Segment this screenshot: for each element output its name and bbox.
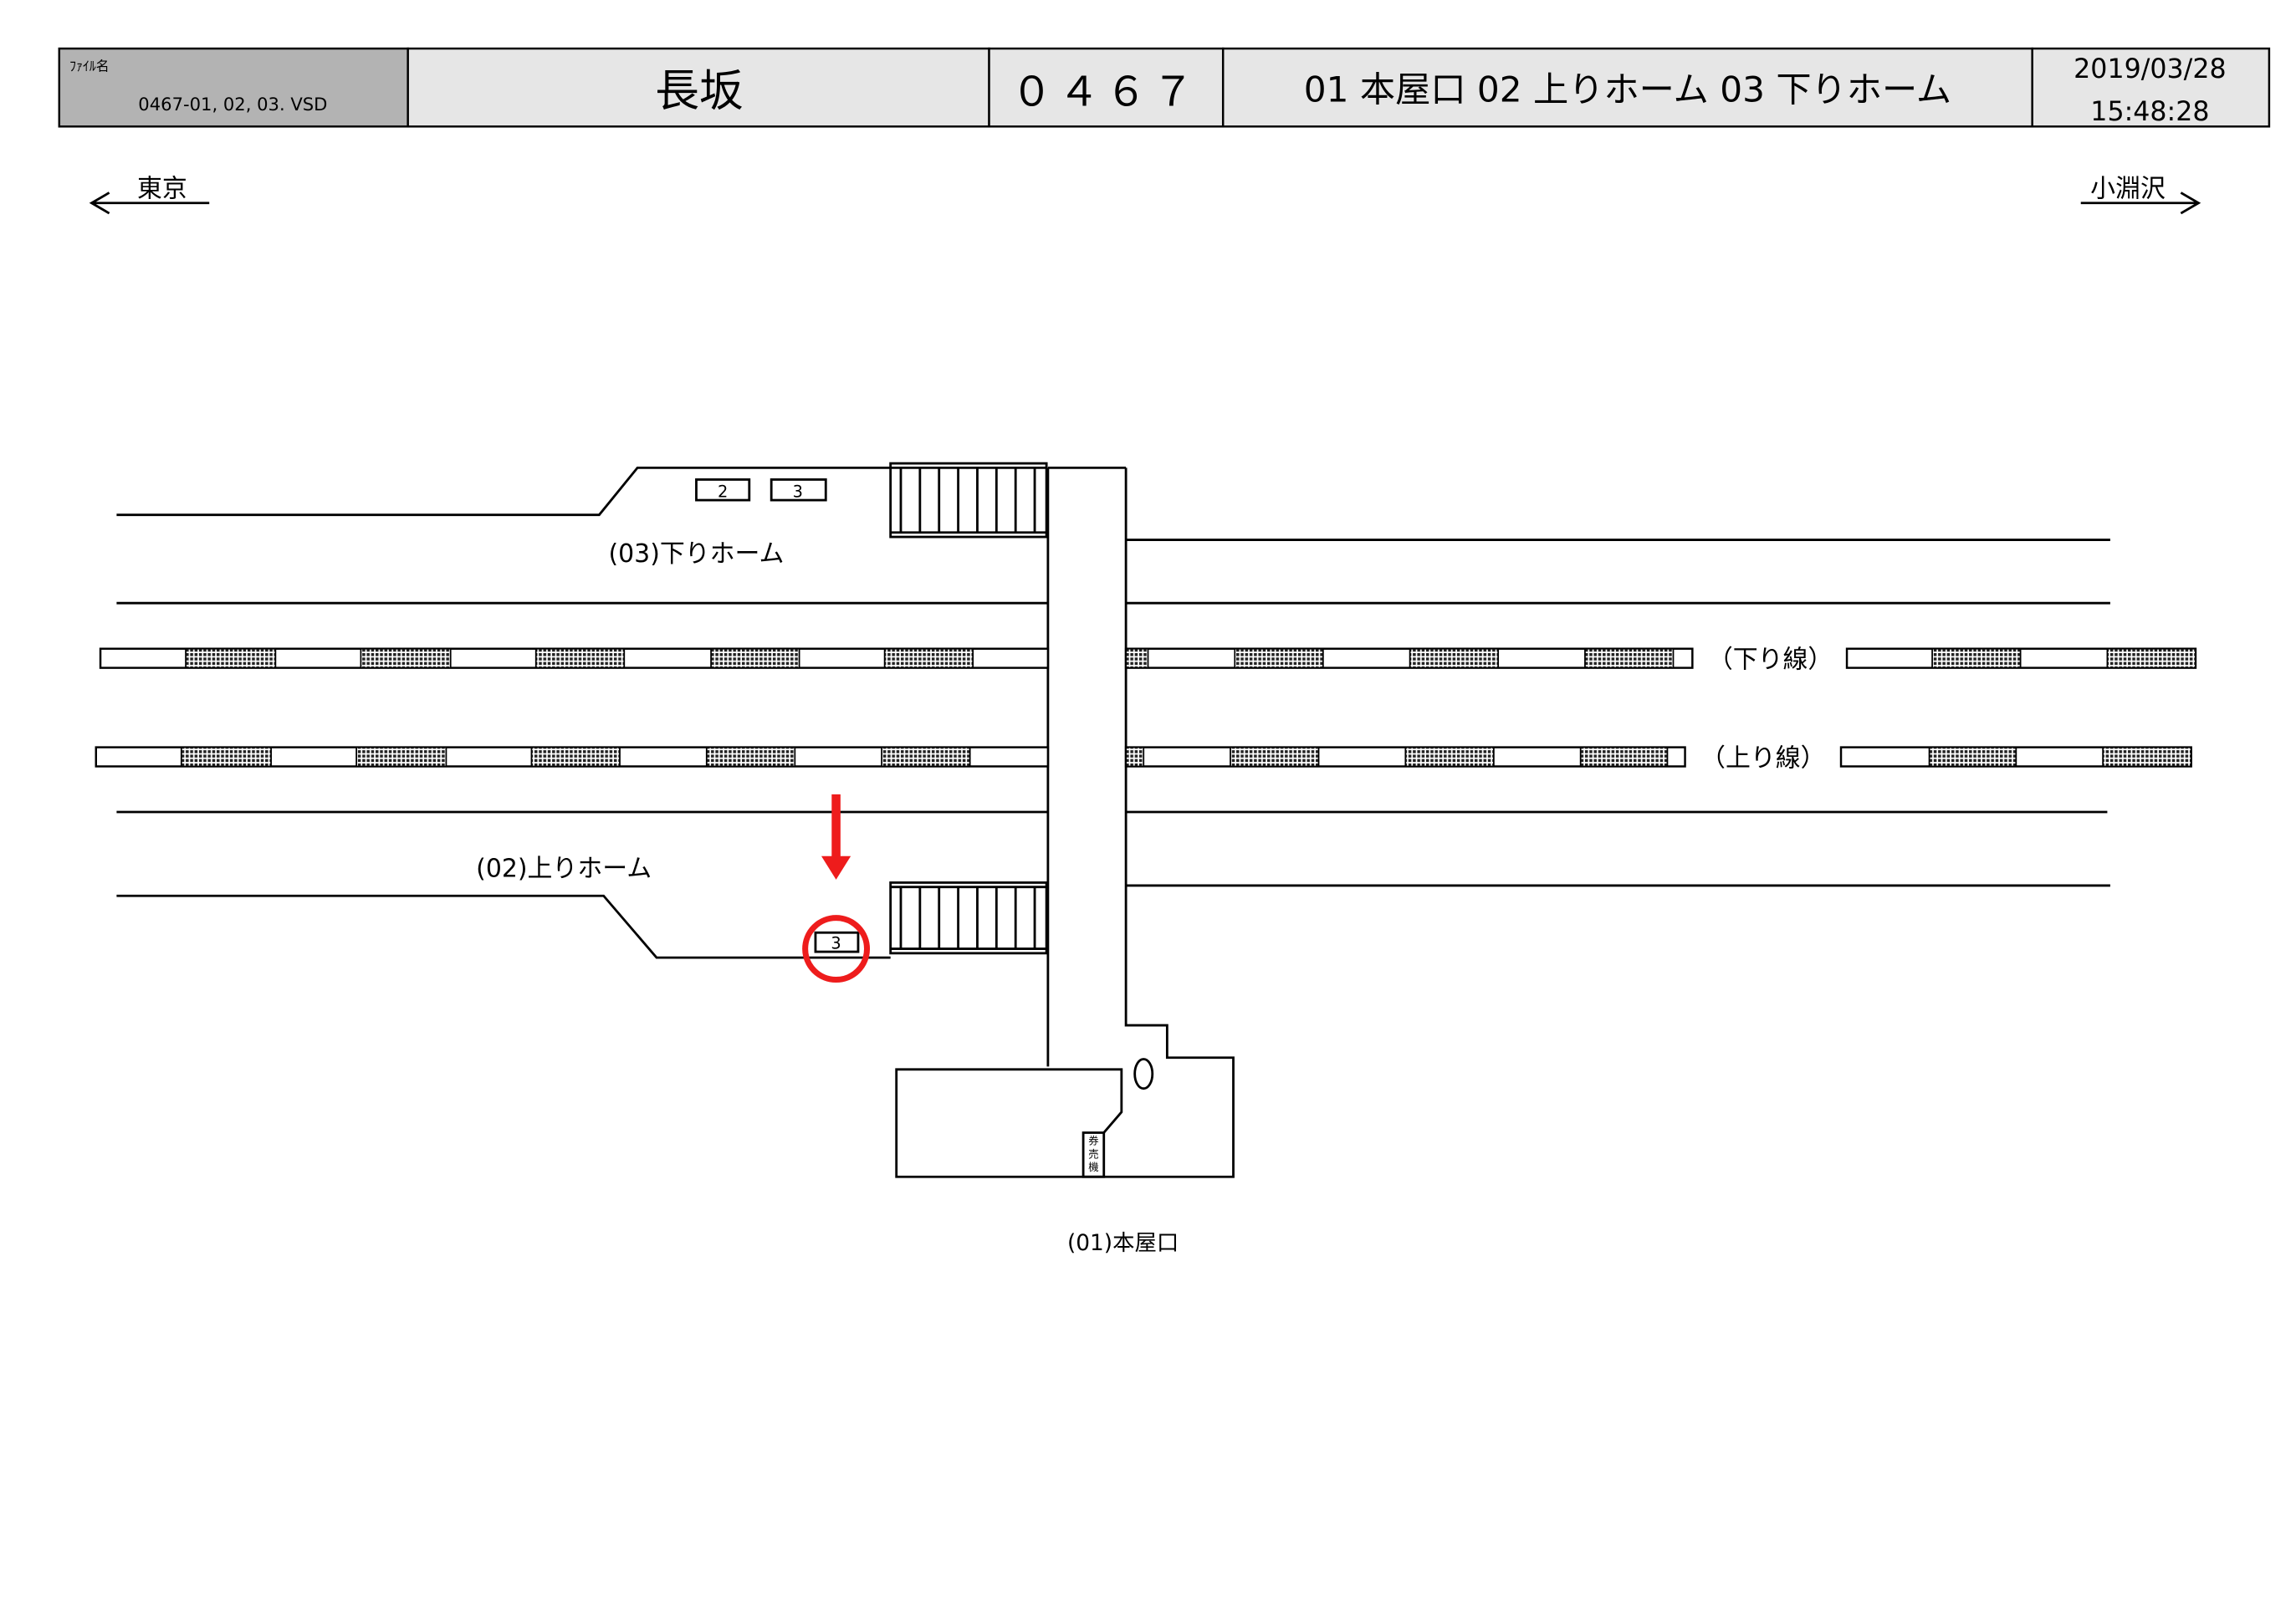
car-position-2 bbox=[695, 478, 751, 502]
sleeper-block bbox=[2106, 647, 2196, 669]
sleeper-block bbox=[883, 647, 974, 669]
sleeper-block bbox=[1230, 746, 1320, 768]
footbridge bbox=[895, 466, 1235, 1178]
sleeper-block bbox=[710, 647, 800, 669]
down-platform: 2 3 (03)下りホーム bbox=[116, 462, 1048, 605]
stairs-down-platform bbox=[889, 462, 1048, 539]
right-arrow-icon bbox=[2080, 192, 2201, 215]
car-position-3 bbox=[770, 478, 827, 502]
car-number: 3 bbox=[831, 934, 841, 953]
file-name: 0467-01, 02, 03. VSD bbox=[138, 94, 327, 115]
direction-left-label: 東京 bbox=[137, 175, 187, 204]
highlight-circle bbox=[802, 915, 871, 983]
up-platform-label: (02)上りホーム bbox=[476, 854, 652, 883]
sleeper-block bbox=[1409, 647, 1500, 669]
direction-right-label: 小淵沢 bbox=[2090, 175, 2166, 204]
pillar-icon bbox=[1133, 1058, 1154, 1090]
date: 2019/03/28 bbox=[2074, 54, 2226, 84]
sleeper-block bbox=[534, 647, 626, 669]
area-list: 01 本屋口 02 上りホーム 03 下りホーム bbox=[1304, 69, 1951, 110]
sleeper-block bbox=[1931, 647, 2022, 669]
down-platform-label: (03)下りホーム bbox=[609, 539, 785, 569]
ticket-machine: 券 売 機 bbox=[1082, 1131, 1106, 1178]
stairs-up-platform bbox=[889, 881, 1048, 955]
station-code: ０４６７ bbox=[1011, 68, 1199, 116]
down-line-label: （下り線） bbox=[1708, 646, 1833, 675]
sleeper-block bbox=[1234, 647, 1324, 669]
car-position-3 bbox=[814, 931, 860, 953]
car-number: 2 bbox=[718, 483, 728, 502]
sleeper-block bbox=[355, 746, 447, 768]
up-line-label: （上り線） bbox=[1700, 743, 1825, 773]
sleeper-block bbox=[881, 746, 971, 768]
up-platform: 3 (02)上りホーム bbox=[116, 854, 1048, 959]
sleeper-block bbox=[1579, 746, 1669, 768]
sleeper-block bbox=[530, 746, 621, 768]
sleeper-block bbox=[1125, 746, 1145, 768]
down-line-track bbox=[99, 647, 2197, 669]
left-arrow-icon bbox=[89, 192, 210, 215]
ticket-machine-char: 券 bbox=[1088, 1135, 1098, 1147]
direction-right: 小淵沢 bbox=[2080, 175, 2201, 215]
time: 15:48:28 bbox=[2090, 97, 2209, 127]
sleeper-block bbox=[180, 746, 272, 768]
ticket-machine-char: 売 bbox=[1088, 1147, 1098, 1160]
sleeper-block bbox=[705, 746, 796, 768]
ticket-machine-char: 機 bbox=[1088, 1161, 1098, 1173]
sleeper-block bbox=[2102, 746, 2192, 768]
file-label: ﾌｧｲﾙ名 bbox=[69, 58, 109, 74]
sleeper-block bbox=[185, 647, 277, 669]
station-name: 長坂 bbox=[655, 66, 744, 117]
sleeper-block bbox=[1125, 647, 1149, 669]
entrance-label: (01)本屋口 bbox=[1067, 1231, 1179, 1256]
direction-left: 東京 bbox=[89, 175, 210, 215]
down-arrow-icon bbox=[821, 794, 851, 880]
sleeper-block bbox=[1928, 746, 2017, 768]
up-line-track bbox=[95, 746, 2192, 768]
car-number: 3 bbox=[793, 483, 803, 502]
sleeper-block bbox=[1404, 746, 1495, 768]
header-bar: ﾌｧｲﾙ名 0467-01, 02, 03. VSD 長坂 ０４６７ 01 本屋… bbox=[58, 47, 2271, 128]
sleeper-block bbox=[1584, 647, 1675, 669]
sleeper-block bbox=[360, 647, 452, 669]
